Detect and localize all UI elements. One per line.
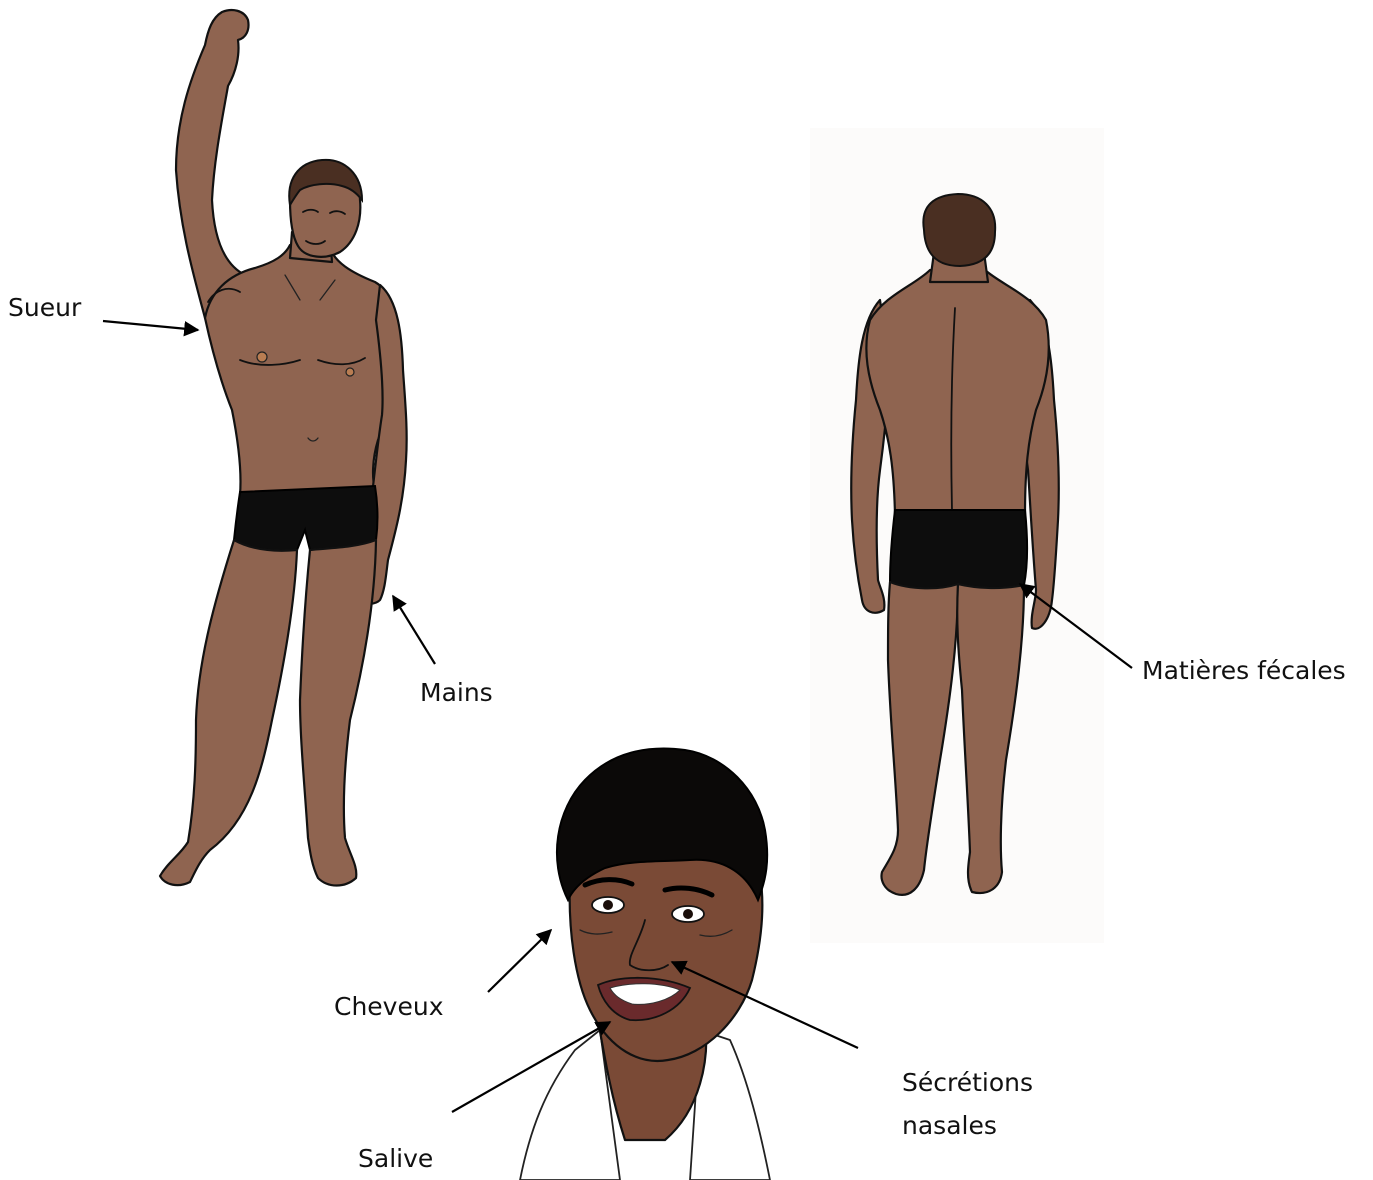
label-feces: Matières fécales [1142, 652, 1346, 690]
arrow-sweat [103, 321, 198, 330]
face-portrait [520, 749, 770, 1180]
label-saliva: Salive [358, 1140, 433, 1178]
front-torso [205, 245, 398, 495]
back-shorts [890, 510, 1027, 588]
back-figure [810, 128, 1104, 943]
label-sweat: Sueur [8, 289, 81, 327]
face-pupil-left [603, 900, 613, 910]
front-raised-arm [176, 10, 249, 318]
back-torso [866, 270, 1048, 515]
label-nasal-secretions-line2: nasales [902, 1107, 997, 1145]
label-hands: Mains [420, 674, 493, 712]
front-nipple-left [257, 352, 267, 362]
arrow-hands [393, 596, 435, 664]
label-hair: Cheveux [334, 988, 444, 1026]
face-pupil-right [683, 909, 693, 919]
front-right-leg [300, 540, 376, 886]
front-shorts [234, 486, 377, 551]
arrow-hair [488, 930, 551, 992]
front-figure [160, 10, 407, 885]
front-nipple-right [346, 368, 354, 376]
back-head [923, 194, 995, 266]
front-left-leg [160, 540, 297, 885]
label-nasal-secretions-line1: Sécrétions [902, 1064, 1033, 1102]
